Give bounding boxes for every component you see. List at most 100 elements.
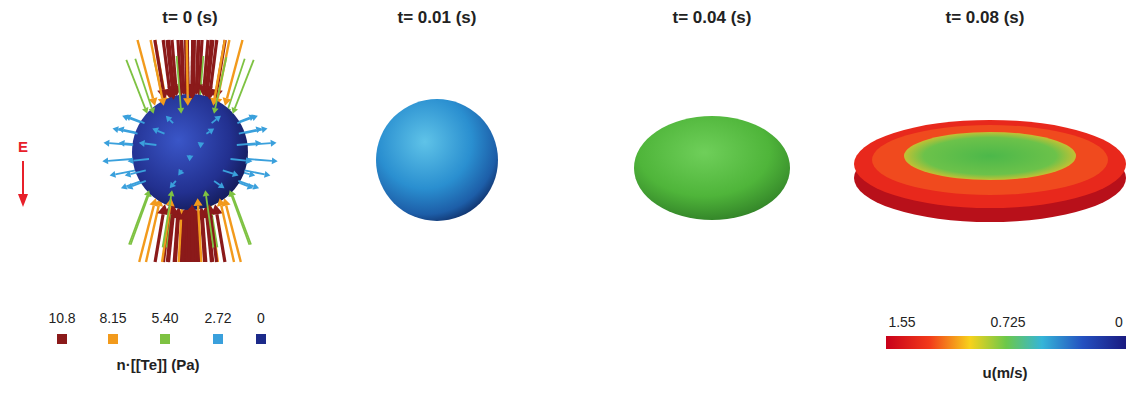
time-title: t= 0.08 (s) bbox=[946, 8, 1025, 28]
traction-arrow bbox=[182, 40, 184, 84]
traction-arrow bbox=[238, 181, 253, 187]
value-label: 1.55 bbox=[888, 314, 915, 330]
traction-arrow bbox=[198, 206, 201, 262]
value-label: 8.15 bbox=[99, 310, 126, 326]
traction-arrowhead bbox=[246, 157, 252, 164]
traction-arrowhead bbox=[251, 114, 257, 121]
droplet-sphere bbox=[376, 99, 498, 221]
traction-arrowhead bbox=[232, 107, 238, 114]
traction-arrow bbox=[192, 40, 193, 98]
traction-arrow bbox=[221, 206, 234, 262]
traction-arrow bbox=[231, 159, 246, 161]
traction-arrowhead bbox=[178, 169, 184, 176]
traction-arrow bbox=[206, 132, 209, 134]
traction-arrowhead bbox=[272, 157, 278, 164]
traction-arrow bbox=[191, 215, 195, 263]
time-title: t= 0.01 (s) bbox=[398, 8, 477, 28]
traction-arrow bbox=[223, 170, 233, 173]
legend-swatch bbox=[108, 334, 118, 344]
traction-arrowhead bbox=[256, 126, 262, 133]
time-title: t= 0.04 (s) bbox=[673, 8, 752, 28]
traction-arrow bbox=[248, 159, 272, 161]
traction-arrow bbox=[186, 215, 190, 263]
traction-arrowhead bbox=[125, 171, 131, 178]
traction-arrow bbox=[135, 59, 152, 109]
traction-arrow bbox=[194, 220, 195, 262]
traction-arrow bbox=[151, 40, 163, 98]
traction-arrowhead bbox=[203, 190, 210, 196]
traction-arrowhead bbox=[144, 190, 150, 197]
traction-arrow bbox=[187, 40, 188, 98]
traction-arrows-back bbox=[102, 40, 276, 262]
traction-arrowhead bbox=[152, 128, 159, 134]
traction-arrow bbox=[145, 144, 157, 146]
value-label: 2.72 bbox=[204, 310, 231, 326]
traction-arrow bbox=[170, 120, 173, 123]
axis-label: u(m/s) bbox=[983, 364, 1028, 381]
traction-arrow bbox=[212, 119, 217, 123]
traction-arrow bbox=[130, 170, 145, 174]
traction-arrowhead bbox=[198, 142, 205, 148]
traction-arrow bbox=[174, 218, 177, 262]
traction-arrowhead bbox=[217, 198, 226, 207]
traction-arrow bbox=[235, 60, 254, 109]
traction-arrowhead bbox=[218, 182, 225, 188]
traction-arrowhead bbox=[113, 126, 119, 133]
traction-arrowhead bbox=[232, 170, 239, 177]
traction-arrow bbox=[158, 131, 165, 134]
traction-arrowhead bbox=[264, 171, 270, 178]
traction-arrow bbox=[126, 60, 145, 109]
traction-arrow bbox=[203, 218, 206, 262]
traction-arrowhead bbox=[194, 198, 203, 206]
traction-arrow bbox=[232, 196, 250, 245]
traction-arrow bbox=[177, 56, 181, 108]
traction-arrow bbox=[215, 57, 226, 108]
traction-arrow bbox=[167, 40, 173, 90]
traction-arrowhead bbox=[246, 157, 252, 164]
traction-arrow bbox=[173, 181, 176, 184]
traction-arrowhead bbox=[102, 157, 108, 164]
legend-swatch bbox=[160, 334, 170, 344]
traction-arrow bbox=[191, 40, 195, 90]
traction-arrowhead bbox=[158, 97, 167, 105]
value-label: 0 bbox=[257, 310, 265, 326]
traction-arrowhead bbox=[253, 183, 260, 189]
value-label: 5.40 bbox=[151, 310, 178, 326]
droplet-disc bbox=[854, 120, 1126, 222]
traction-arrowhead bbox=[128, 157, 134, 164]
field-arrow bbox=[22, 161, 24, 196]
traction-arrowhead bbox=[104, 140, 110, 147]
traction-arrow bbox=[109, 143, 133, 145]
traction-arrowhead bbox=[166, 116, 173, 123]
traction-arrowhead bbox=[261, 126, 267, 133]
traction-arrowhead bbox=[208, 129, 215, 135]
legend-swatch bbox=[213, 334, 223, 344]
traction-arrow bbox=[163, 196, 172, 247]
traction-arrowhead bbox=[183, 98, 192, 106]
traction-arrow bbox=[227, 40, 243, 98]
traction-arrow bbox=[188, 218, 191, 262]
legend-swatch bbox=[57, 334, 67, 344]
traction-arrowhead bbox=[139, 140, 145, 147]
traction-arrow bbox=[239, 130, 256, 134]
traction-arrow bbox=[155, 214, 163, 262]
value-label: 0 bbox=[1115, 314, 1123, 330]
legend-swatch bbox=[256, 334, 266, 344]
traction-arrow bbox=[237, 143, 256, 145]
traction-arrow bbox=[139, 206, 154, 262]
traction-arrow bbox=[211, 40, 217, 90]
traction-arrow bbox=[133, 159, 149, 161]
traction-arrowhead bbox=[223, 97, 232, 106]
traction-arrowhead bbox=[212, 107, 219, 113]
value-label: 10.8 bbox=[48, 310, 75, 326]
traction-arrow bbox=[118, 130, 137, 134]
axis-label: n·[[Te]] (Pa) bbox=[116, 356, 199, 373]
traction-arrows-front bbox=[104, 40, 278, 262]
velocity-colorbar bbox=[886, 336, 1126, 349]
value-label: 0.725 bbox=[990, 314, 1025, 330]
traction-arrowhead bbox=[170, 182, 176, 189]
traction-arrowhead bbox=[187, 155, 194, 161]
traction-arrowhead bbox=[214, 116, 221, 122]
traction-arrow bbox=[132, 181, 146, 186]
